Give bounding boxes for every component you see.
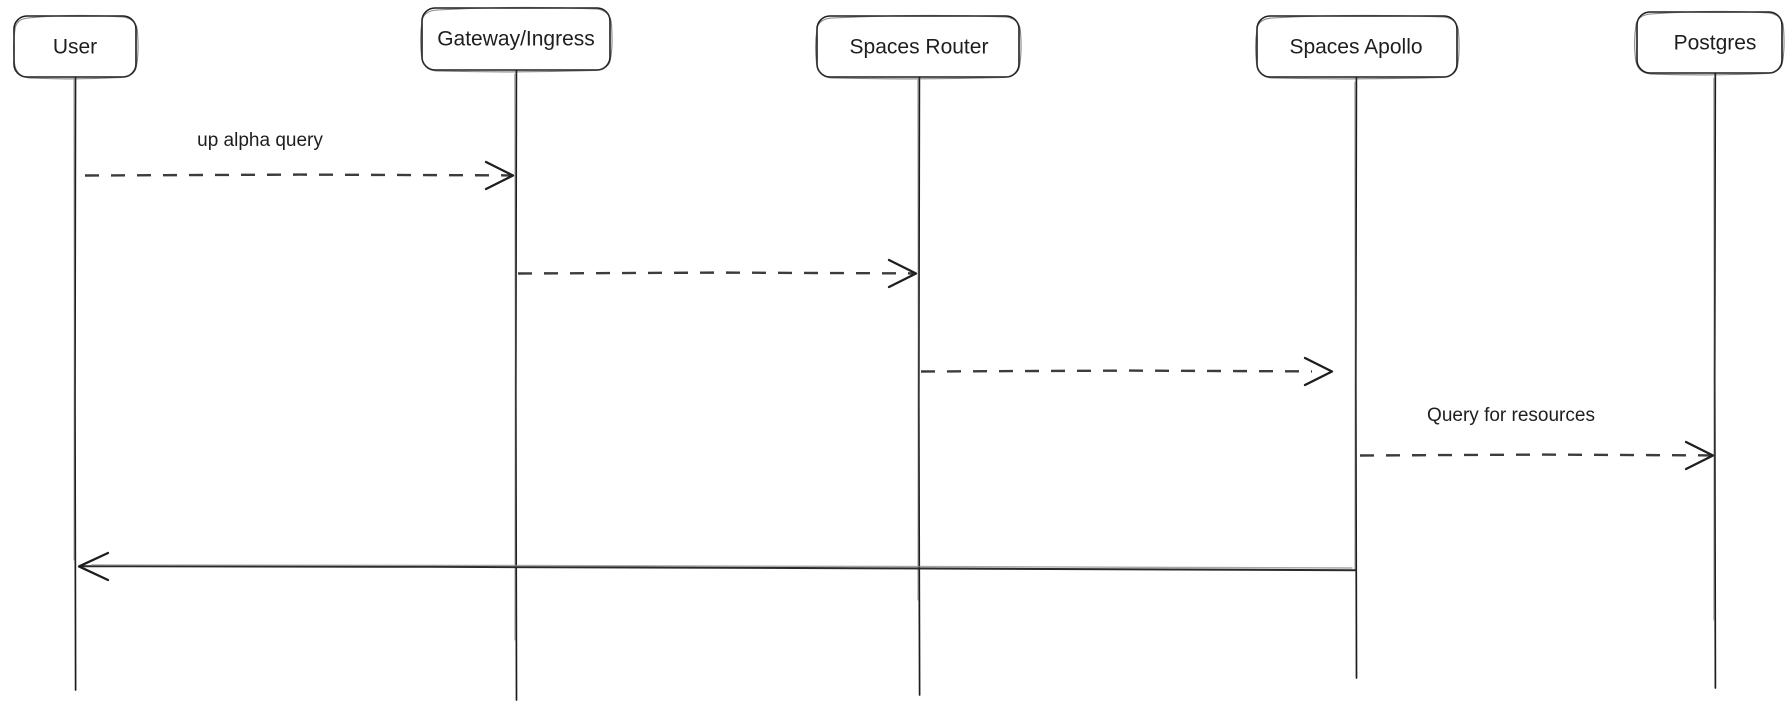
lifeline-spaces-apollo: [1354, 76, 1358, 679]
messages-layer: up alpha query Query for resources: [77, 130, 1715, 582]
message-label-4: Query for resources: [1427, 405, 1595, 426]
message-arrow-2[interactable]: [517, 258, 918, 289]
actor-user[interactable]: User: [13, 14, 139, 80]
message-arrow-4[interactable]: Query for resources: [1359, 405, 1715, 471]
lifeline-user: [73, 76, 77, 691]
actors-layer: User Gateway/Ingress Spaces Router Space…: [13, 6, 1785, 80]
actor-gateway-ingress[interactable]: Gateway/Ingress: [420, 6, 613, 73]
actor-spaces-apollo[interactable]: Spaces Apollo: [1255, 14, 1460, 80]
message-label-1: up alpha query: [197, 130, 323, 151]
actor-postgres[interactable]: Postgres: [1634, 10, 1785, 76]
message-arrow-5[interactable]: [77, 551, 1357, 582]
lifeline-gateway-ingress: [514, 69, 518, 701]
actor-label-gateway-ingress: Gateway/Ingress: [437, 28, 595, 51]
message-arrow-3[interactable]: [920, 356, 1334, 387]
lifelines-layer: [73, 69, 1717, 701]
actor-spaces-router[interactable]: Spaces Router: [815, 14, 1022, 80]
actor-label-spaces-apollo: Spaces Apollo: [1289, 36, 1422, 59]
actor-label-user: User: [53, 36, 97, 59]
actor-label-spaces-router: Spaces Router: [850, 36, 989, 59]
actor-label-postgres: Postgres: [1674, 32, 1757, 55]
message-arrow-1[interactable]: up alpha query: [84, 130, 515, 191]
lifeline-spaces-router: [917, 76, 921, 696]
lifeline-postgres: [1713, 72, 1717, 689]
